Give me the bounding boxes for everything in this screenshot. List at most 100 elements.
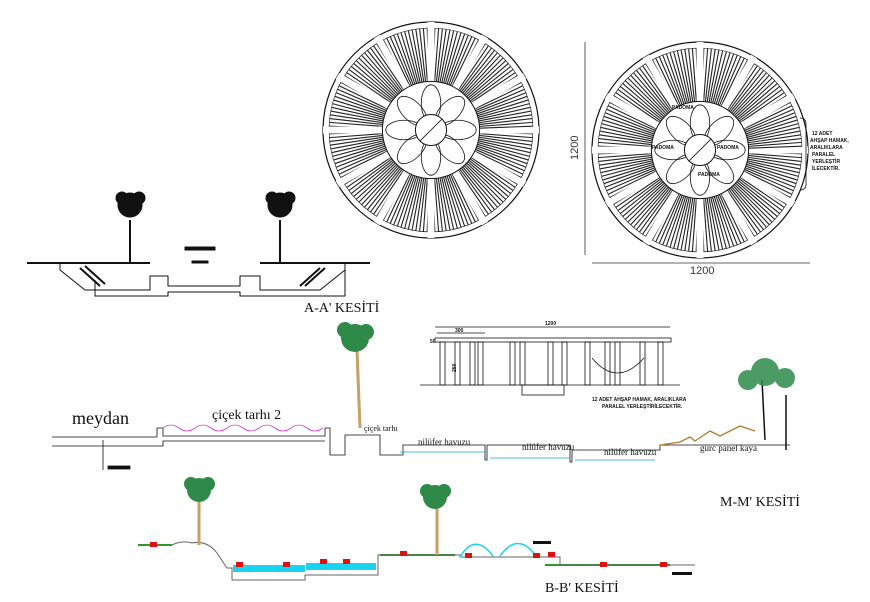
pergola-beam-dimension: 50 bbox=[430, 339, 436, 345]
deck-slat bbox=[710, 50, 724, 103]
deck-slat bbox=[713, 196, 731, 248]
deck-slat bbox=[335, 147, 386, 168]
deck-slat bbox=[334, 145, 386, 165]
deck-slat bbox=[451, 173, 476, 223]
deck-slat bbox=[419, 178, 427, 232]
deck-slat bbox=[441, 177, 455, 230]
padoma-label-left: PADOMA bbox=[652, 145, 674, 151]
deck-slat bbox=[737, 179, 781, 215]
deck-slat bbox=[396, 33, 416, 85]
deck-slat bbox=[478, 140, 531, 154]
deck-slat bbox=[718, 194, 742, 244]
spoke-path bbox=[604, 171, 660, 208]
deck-slat bbox=[463, 54, 501, 95]
deck-slat bbox=[470, 72, 516, 104]
deck-slat bbox=[748, 145, 802, 149]
deck-slat bbox=[419, 28, 427, 82]
pool-label-1: nilüfer havuzu bbox=[418, 437, 471, 447]
spoke-path bbox=[452, 170, 489, 226]
deck-slat bbox=[400, 176, 418, 228]
deck-slat bbox=[476, 92, 527, 113]
deck-slat bbox=[665, 53, 685, 105]
deck-slat bbox=[479, 125, 533, 129]
center-line bbox=[689, 139, 711, 161]
deck-slat bbox=[744, 108, 794, 132]
deck-slat bbox=[676, 197, 690, 250]
deck-slat bbox=[350, 159, 394, 195]
deck-slat bbox=[389, 36, 413, 86]
deck-slat bbox=[599, 134, 653, 144]
deck-slat bbox=[331, 106, 384, 120]
spoke-path bbox=[471, 72, 527, 109]
deck-slat bbox=[434, 28, 440, 82]
deck-slat bbox=[332, 103, 385, 118]
deck-slat bbox=[355, 162, 396, 200]
spoke-path bbox=[642, 190, 679, 246]
deck-slat bbox=[373, 45, 405, 91]
deck-slat bbox=[604, 112, 655, 133]
deck-slat bbox=[464, 57, 504, 97]
deck-slat bbox=[366, 167, 402, 211]
deck-slat bbox=[617, 88, 662, 122]
circular-plan-left bbox=[322, 21, 540, 239]
deck-slat bbox=[728, 188, 762, 233]
deck-slat bbox=[706, 49, 716, 103]
deck-slat bbox=[389, 174, 413, 224]
deck-slat bbox=[457, 169, 489, 215]
deck-slat bbox=[364, 166, 400, 208]
deck-slat bbox=[642, 65, 674, 111]
deck-slat bbox=[477, 99, 529, 117]
hammock-note-6: İLECEKTİR. bbox=[812, 165, 840, 172]
deck-slat bbox=[338, 85, 388, 110]
plan-dimensions: 1200 1200 12 ADET AHŞAP HAMAK, ARALIKLAR… bbox=[569, 42, 849, 277]
padoma-label-top: PADOMA bbox=[672, 105, 694, 111]
deck-slat bbox=[407, 177, 421, 230]
deck-slat bbox=[437, 177, 447, 231]
deck-slat bbox=[393, 175, 414, 226]
deck-slat bbox=[346, 72, 392, 104]
deck-slat bbox=[435, 28, 443, 82]
deck-slat bbox=[476, 145, 528, 165]
deck-slat bbox=[329, 133, 383, 139]
pool-label-2: nilüfer havuzu bbox=[522, 442, 575, 452]
deck-slat bbox=[733, 77, 773, 117]
deck-slat bbox=[622, 83, 664, 119]
deck-slat bbox=[735, 182, 776, 220]
deck-slat bbox=[739, 92, 785, 124]
deck-slat bbox=[676, 50, 690, 103]
deck-slat bbox=[437, 29, 447, 83]
spoke-path bbox=[373, 170, 410, 226]
deck-slat bbox=[478, 136, 532, 146]
section-mm-title: M-M' KESİTİ bbox=[720, 494, 800, 510]
spoke-path bbox=[452, 34, 489, 90]
deck-slat bbox=[330, 114, 384, 124]
deck-slat bbox=[468, 159, 512, 195]
deck-slat bbox=[422, 28, 428, 82]
deck-slat bbox=[464, 163, 504, 203]
deck-slat bbox=[411, 29, 423, 83]
pergola-post bbox=[519, 341, 526, 386]
pergola-post bbox=[584, 341, 591, 386]
deck-slat bbox=[635, 69, 671, 113]
deck-slat bbox=[732, 74, 770, 115]
pergola-post bbox=[469, 341, 476, 386]
deck-slat bbox=[466, 60, 507, 98]
section-mm bbox=[52, 349, 790, 470]
deck-slat bbox=[739, 176, 785, 208]
deck-slat bbox=[330, 138, 384, 150]
deck-slat bbox=[474, 85, 524, 110]
deck-slat bbox=[441, 30, 455, 83]
deck-slat bbox=[658, 194, 682, 244]
deck-slat bbox=[449, 174, 473, 224]
deck-slat bbox=[329, 134, 383, 142]
spoke-path bbox=[373, 34, 410, 90]
deck-slat bbox=[346, 156, 392, 188]
deck-slat bbox=[630, 185, 668, 226]
deck-slat bbox=[470, 156, 516, 188]
deck-slat bbox=[669, 52, 687, 104]
hammock-note-4: PARALEL bbox=[812, 152, 835, 158]
deck-slat bbox=[439, 177, 451, 231]
deck-slat bbox=[460, 49, 496, 93]
deck-slat bbox=[422, 178, 428, 232]
pergola-note-1: 12 ADET AHŞAP HAMAK, ARALIKLARA bbox=[592, 397, 687, 403]
